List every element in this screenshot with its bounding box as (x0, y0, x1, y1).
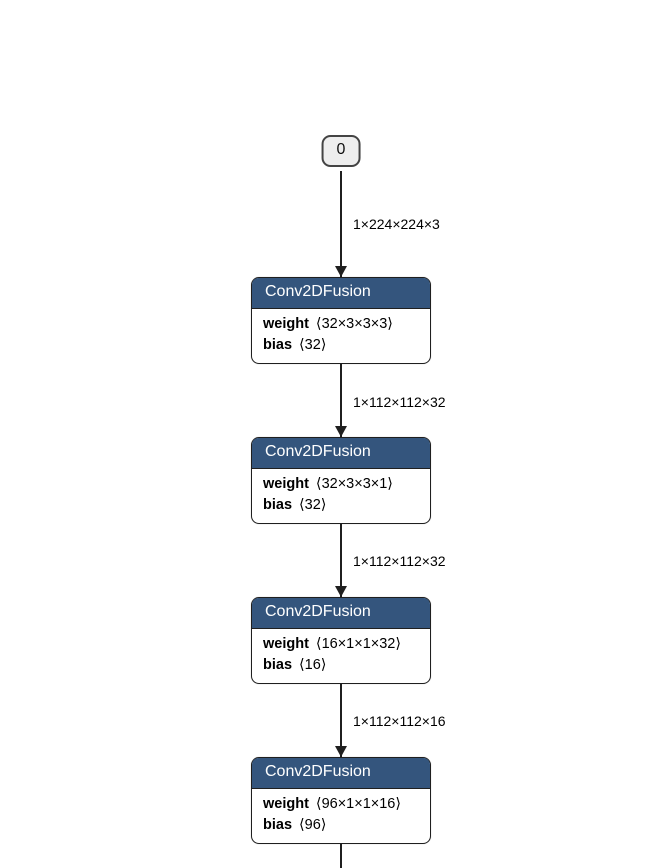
param-row: weight ⟨32×3×3×3⟩ (263, 314, 419, 335)
node-title: Conv2DFusion (252, 438, 430, 469)
arrowhead-down-icon (335, 266, 347, 277)
node-title: Conv2DFusion (252, 758, 430, 789)
node-body: weight ⟨16×1×1×32⟩ bias ⟨16⟩ (252, 629, 430, 683)
param-value: ⟨32⟩ (299, 497, 327, 513)
param-row: weight ⟨16×1×1×32⟩ (263, 634, 419, 655)
node-body: weight ⟨32×3×3×3⟩ bias ⟨32⟩ (252, 309, 430, 363)
param-value: ⟨32×3×3×1⟩ (315, 476, 393, 492)
node-body: weight ⟨32×3×3×1⟩ bias ⟨32⟩ (252, 469, 430, 523)
param-name: weight (263, 636, 309, 652)
edge-shape-label[interactable]: 1×224×224×3 (353, 216, 440, 232)
param-value: ⟨32⟩ (299, 337, 327, 353)
param-name: weight (263, 796, 309, 812)
param-name: bias (263, 817, 293, 833)
param-name: weight (263, 476, 309, 492)
conv2dfusion-node[interactable]: Conv2DFusion weight ⟨32×3×3×1⟩ bias ⟨32⟩ (251, 437, 431, 524)
param-row: weight ⟨32×3×3×1⟩ (263, 474, 419, 495)
node-title: Conv2DFusion (252, 598, 430, 629)
arrowhead-down-icon (335, 586, 347, 597)
conv2dfusion-node[interactable]: Conv2DFusion weight ⟨96×1×1×16⟩ bias ⟨96⟩ (251, 757, 431, 844)
param-name: weight (263, 316, 309, 332)
conv2dfusion-node[interactable]: Conv2DFusion weight ⟨16×1×1×32⟩ bias ⟨16⟩ (251, 597, 431, 684)
edge-shape-label[interactable]: 1×112×112×16 (353, 713, 446, 729)
param-name: bias (263, 337, 293, 353)
param-row: bias ⟨32⟩ (263, 335, 419, 356)
input-node-label: 0 (336, 141, 346, 158)
param-row: weight ⟨96×1×1×16⟩ (263, 794, 419, 815)
edge-shape-label[interactable]: 1×112×112×32 (353, 553, 446, 569)
param-row: bias ⟨16⟩ (263, 655, 419, 676)
arrowhead-down-icon (335, 426, 347, 437)
param-name: bias (263, 497, 293, 513)
param-value: ⟨96⟩ (299, 817, 327, 833)
node-body: weight ⟨96×1×1×16⟩ bias ⟨96⟩ (252, 789, 430, 843)
param-value: ⟨32×3×3×3⟩ (315, 316, 393, 332)
param-row: bias ⟨96⟩ (263, 815, 419, 836)
arrowhead-down-icon (335, 746, 347, 757)
param-value: ⟨16⟩ (299, 657, 327, 673)
node-title: Conv2DFusion (252, 278, 430, 309)
param-value: ⟨96×1×1×16⟩ (315, 796, 402, 812)
input-node[interactable]: 0 (321, 135, 361, 167)
conv2dfusion-node[interactable]: Conv2DFusion weight ⟨32×3×3×3⟩ bias ⟨32⟩ (251, 277, 431, 364)
edge-shape-label[interactable]: 1×112×112×32 (353, 394, 446, 410)
param-name: bias (263, 657, 293, 673)
param-row: bias ⟨32⟩ (263, 495, 419, 516)
param-value: ⟨16×1×1×32⟩ (315, 636, 402, 652)
